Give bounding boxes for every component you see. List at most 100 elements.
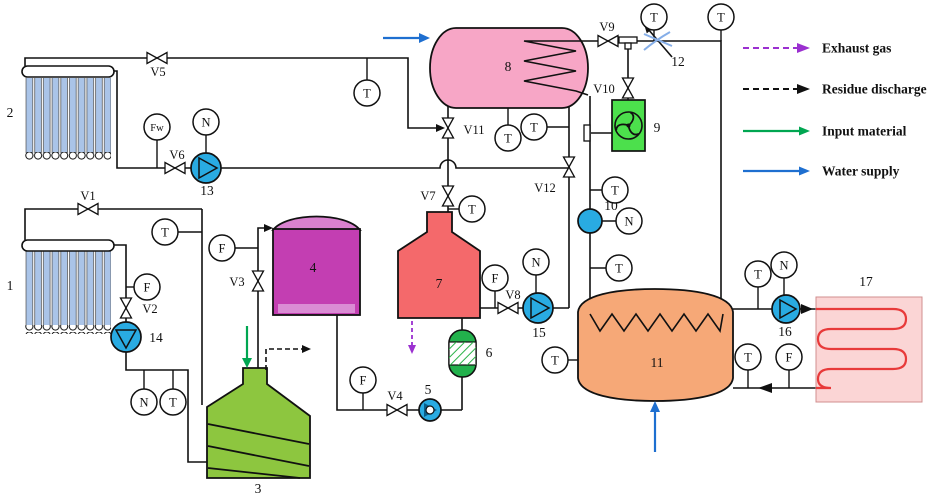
legend-item-input-material: Input material xyxy=(743,124,907,139)
speed-sensor: N xyxy=(130,388,158,416)
flow-sensor: F xyxy=(208,234,236,262)
residue-discharge-arrow xyxy=(265,345,311,370)
legend-label: Water supply xyxy=(822,164,900,179)
legend-label: Input material xyxy=(822,124,907,139)
floor-heater-17: 17 xyxy=(815,274,923,403)
valve-label: V6 xyxy=(169,148,184,162)
filter-capsule-6: 6 xyxy=(448,329,493,378)
legend-label: Residue discharge xyxy=(822,82,927,97)
valve-label: V12 xyxy=(534,181,556,195)
valve-v7: V7 xyxy=(420,185,455,207)
temperature-sensor: T xyxy=(159,388,187,416)
valve-v5: V5 xyxy=(146,51,168,79)
valve-v8: V8 xyxy=(497,288,521,315)
collector-tube-ends xyxy=(25,152,111,161)
pump-15: 15 xyxy=(522,292,554,340)
vent-symbol-12: 12 xyxy=(643,24,685,69)
component-label: 3 xyxy=(255,481,262,496)
valve-label: V10 xyxy=(593,82,615,96)
flow-arrowhead-heater-in xyxy=(801,304,813,314)
heat-exchange-tank-11: 11 xyxy=(577,288,734,402)
exhaust-gas-arrow xyxy=(408,321,416,354)
temperature-sensor: T xyxy=(353,79,381,107)
collector-header xyxy=(21,65,115,78)
component-label: 14 xyxy=(149,330,163,345)
valve-v3: V3 xyxy=(229,270,265,292)
speed-sensor: N xyxy=(615,207,643,235)
valve-v9: V9 xyxy=(597,20,619,48)
tank-4: 4 xyxy=(271,215,362,316)
svg-text:T: T xyxy=(611,184,619,198)
temperature-sensor: T xyxy=(744,260,772,288)
component-label: 15 xyxy=(532,325,546,340)
water-supply-arrow-tank11 xyxy=(650,401,660,452)
legend-item-residue-discharge: Residue discharge xyxy=(743,82,927,97)
pump-14: 14 xyxy=(110,321,163,353)
fan-unit-9: 9 xyxy=(583,99,661,152)
svg-text:F: F xyxy=(786,351,793,365)
collector-tube-ends xyxy=(25,325,111,334)
internal-coil xyxy=(523,40,589,96)
svg-text:T: T xyxy=(615,262,623,276)
svg-text:T: T xyxy=(363,87,371,101)
feedwater-flow-sensor: Fw xyxy=(143,113,171,141)
valve-v4: V4 xyxy=(386,389,408,417)
flow-sensor: F xyxy=(775,343,803,371)
fan-circle xyxy=(614,111,643,140)
valve-v2: V2 xyxy=(119,297,158,319)
valve-label: V8 xyxy=(505,288,520,302)
component-label: 2 xyxy=(7,105,14,120)
svg-text:T: T xyxy=(161,226,169,240)
pump-13: 13 xyxy=(190,152,222,198)
collector-tubes xyxy=(25,78,111,153)
input-material-arrow xyxy=(242,326,252,368)
svg-text:F: F xyxy=(492,272,499,286)
valve-v1: V1 xyxy=(77,189,99,216)
hopper-tank-7: 7 xyxy=(397,211,481,319)
fermenter-tank-3: 3 xyxy=(206,367,311,496)
component-label: 1 xyxy=(7,278,14,293)
component-label: 9 xyxy=(654,120,661,135)
valve-label: V1 xyxy=(80,189,95,203)
svg-text:F: F xyxy=(219,242,226,256)
valve-label: V5 xyxy=(150,65,165,79)
svg-text:N: N xyxy=(624,215,633,229)
pump-16: 16 xyxy=(771,294,801,339)
temperature-sensor: T xyxy=(520,113,548,141)
component-label: 11 xyxy=(651,355,664,370)
fan-blades xyxy=(615,111,640,136)
speed-sensor: N xyxy=(522,248,550,276)
flow-sensor: F xyxy=(349,366,377,394)
component-label: 13 xyxy=(200,183,214,198)
temperature-sensor: T xyxy=(541,346,569,374)
screw-lines xyxy=(207,423,310,479)
temperature-sensor: T xyxy=(458,195,486,223)
component-label: 16 xyxy=(778,324,792,339)
svg-text:T: T xyxy=(468,203,476,217)
valve-v6: V6 xyxy=(164,148,186,175)
collector-tubes xyxy=(25,251,111,326)
svg-text:F: F xyxy=(360,374,367,388)
legend: Exhaust gas Residue discharge Input mate… xyxy=(743,41,927,179)
svg-text:Fw: Fw xyxy=(150,123,164,134)
svg-text:T: T xyxy=(169,396,177,410)
serpentine-coil xyxy=(816,307,908,390)
solar-collector-2: 2 xyxy=(7,65,115,161)
collector-header xyxy=(21,239,115,252)
component-label: 5 xyxy=(425,382,432,397)
svg-text:T: T xyxy=(744,351,752,365)
tee-fitting xyxy=(618,36,638,50)
component-label: 7 xyxy=(436,276,443,291)
valve-label: V11 xyxy=(463,123,484,137)
pump-hub xyxy=(425,405,435,415)
component-label: 8 xyxy=(505,59,512,74)
svg-text:T: T xyxy=(650,11,658,25)
flow-sensor: F xyxy=(133,273,161,301)
temperature-sensor: T xyxy=(640,3,668,31)
internal-coil xyxy=(589,312,724,334)
flow-arrowhead-heater-out xyxy=(758,383,772,393)
valve-label: V7 xyxy=(420,189,435,203)
component-label: 4 xyxy=(310,260,317,275)
temperature-sensor: T xyxy=(494,124,522,152)
